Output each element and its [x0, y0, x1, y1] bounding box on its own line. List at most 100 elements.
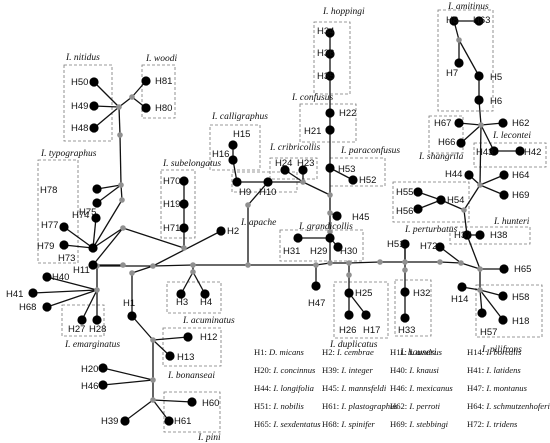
- haplotype-label-h72: H72: [420, 241, 437, 252]
- species-label-acuminatus: I. acuminatus: [182, 316, 235, 326]
- legend-species: D. micans: [268, 347, 305, 357]
- haplotype-label-h32: H32: [413, 288, 430, 299]
- haplotype-label-h27: H27: [68, 324, 85, 335]
- haplotype-label-h31: H31: [283, 246, 300, 257]
- network-edge: [92, 217, 97, 249]
- network-edge: [63, 244, 94, 249]
- species-box-acuminatus: [166, 281, 222, 314]
- species-box-nitidus: [63, 64, 113, 142]
- network-edge: [466, 234, 481, 270]
- haplotype-node-h33: [400, 313, 410, 323]
- median-vector-node: [327, 260, 333, 266]
- legend-species: I. sexdentatus: [272, 419, 321, 429]
- haplotype-node-h56: [413, 204, 423, 214]
- legend-entry: H69: I. stebbingi: [390, 419, 449, 429]
- haplotype-node-h62: [498, 118, 508, 128]
- haplotype-label-h54: H54: [447, 195, 464, 206]
- haplotype-node-h49: [89, 101, 99, 111]
- species-box-hunteri: [449, 226, 531, 245]
- median-vector-node: [327, 229, 333, 235]
- median-vector-node: [119, 197, 125, 203]
- species-box-woodi: [141, 64, 176, 119]
- haplotype-node-h63: [474, 16, 484, 26]
- haplotype-label-h5: H5: [490, 72, 502, 83]
- species-label-pilifrons: I. pilifrons: [481, 344, 522, 355]
- legend-code: H2:: [322, 347, 337, 357]
- species-box-lecontei: [473, 142, 547, 168]
- species-box-shangrila: [428, 115, 464, 154]
- haplotype-node-h5: [474, 71, 484, 81]
- haplotype-label-h20: H20: [81, 364, 98, 375]
- haplotype-node-h46: [98, 380, 108, 390]
- haplotype-label-h24: H24: [275, 158, 292, 169]
- haplotype-node-h11: [88, 260, 98, 270]
- network-edge: [102, 367, 154, 381]
- haplotype-label-h16: H16: [212, 149, 229, 160]
- haplotype-node-h73: [88, 243, 98, 253]
- haplotype-label-h43: H43: [476, 147, 493, 158]
- haplotype-node-h77: [59, 222, 69, 232]
- network-edge: [348, 261, 381, 264]
- median-vector-node: [313, 262, 319, 268]
- species-label-woodi: I. woodi: [145, 54, 178, 64]
- network-edges: [32, 20, 520, 422]
- legend-species: I. stebbingi: [408, 419, 448, 429]
- legend-entry: H51: I. nobilis: [254, 401, 305, 411]
- network-edge: [152, 264, 194, 267]
- haplotype-node-h72: [435, 242, 445, 252]
- legend-code: H1:: [254, 347, 269, 357]
- legend-code: H64:: [467, 401, 486, 411]
- species-label-apache: I. apache: [240, 218, 276, 228]
- haplotype-node-h44: [464, 170, 474, 180]
- species-label-subelongatus: I. subelongatus: [162, 159, 221, 169]
- haplotype-node-h1: [127, 311, 137, 321]
- median-vector-node: [150, 263, 156, 269]
- haplotype-label-h45: H45: [352, 212, 369, 223]
- legend-entry: H20: I. concinnus: [254, 365, 316, 375]
- legend-code: H47:: [467, 383, 486, 393]
- haplotype-label-h42: H42: [524, 147, 541, 158]
- legend-code: H39:: [322, 365, 341, 375]
- haplotype-node-h61: [164, 416, 174, 426]
- haplotype-label-h74: H74: [72, 210, 89, 221]
- haplotype-label-h61: H61: [174, 416, 191, 427]
- haplotype-label-h78: H78: [40, 185, 57, 196]
- legend-species: I. latidens: [485, 365, 521, 375]
- legend-code: H51:: [254, 401, 273, 411]
- network-edge: [124, 399, 154, 422]
- legend-code: H68:: [322, 419, 341, 429]
- species-label-cribricollis: I. cribricollis: [269, 143, 320, 153]
- haplotype-node-h68: [42, 302, 52, 312]
- haplotype-node-h26: [344, 310, 354, 320]
- legend-code: H72:: [467, 419, 486, 429]
- haplotype-node-h65: [499, 264, 509, 274]
- median-vector-node: [190, 269, 196, 275]
- haplotype-node-h15: [228, 140, 238, 150]
- haplotype-node-h39: [120, 416, 130, 426]
- network-edge: [479, 289, 504, 321]
- haplotype-node-h78: [92, 184, 102, 194]
- median-vector-node: [245, 202, 251, 208]
- species-label-typographus: I. typographus: [40, 149, 97, 159]
- haplotype-node-h34: [325, 28, 335, 38]
- median-vector-node: [478, 122, 484, 128]
- network-edge: [93, 106, 120, 129]
- haplotype-node-h3: [176, 289, 186, 299]
- legend-entry: H41: I. latidens: [467, 365, 521, 375]
- haplotype-node-h58: [498, 291, 508, 301]
- median-vector-node: [346, 260, 352, 266]
- haplotype-label-h75: H75: [79, 207, 96, 218]
- median-vector-node: [120, 225, 126, 231]
- legend-species: I. montanus: [485, 383, 527, 393]
- haplotype-node-h25: [344, 288, 354, 298]
- median-vector-node: [190, 262, 196, 268]
- network-edge: [247, 181, 269, 206]
- haplotype-label-h17: H17: [363, 325, 380, 336]
- legend-entry: H44: I. longifolia: [254, 383, 314, 393]
- haplotype-label-h14: H14: [451, 294, 468, 305]
- haplotype-node-h66: [456, 138, 466, 148]
- species-label-calligraphus: I. calligraphus: [211, 112, 268, 122]
- species-label-hunteri: I. hunteri: [493, 217, 530, 227]
- haplotype-node-h43: [489, 146, 499, 156]
